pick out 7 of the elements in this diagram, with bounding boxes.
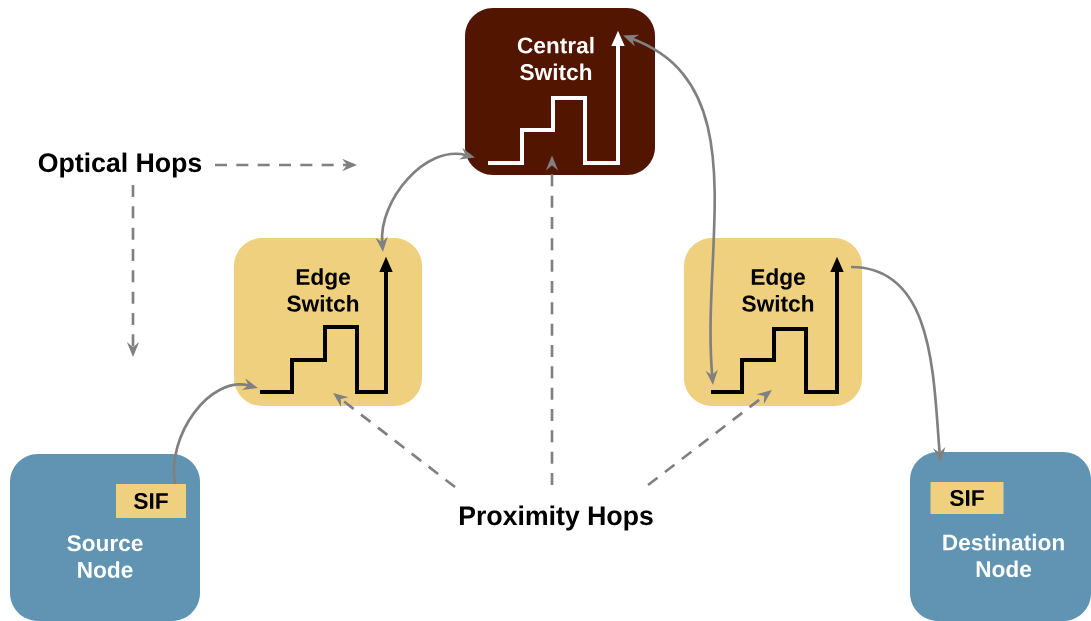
interface-label: SIF <box>930 482 1004 514</box>
callout-label: Proximity Hops <box>460 505 653 531</box>
switch-box: Edge Switch <box>234 238 422 406</box>
switch-box: Central Switch <box>465 8 655 175</box>
interface-label: SIF <box>116 484 186 518</box>
switch-box: Edge Switch <box>684 238 862 406</box>
callout-label: Optical Hops <box>38 152 202 178</box>
